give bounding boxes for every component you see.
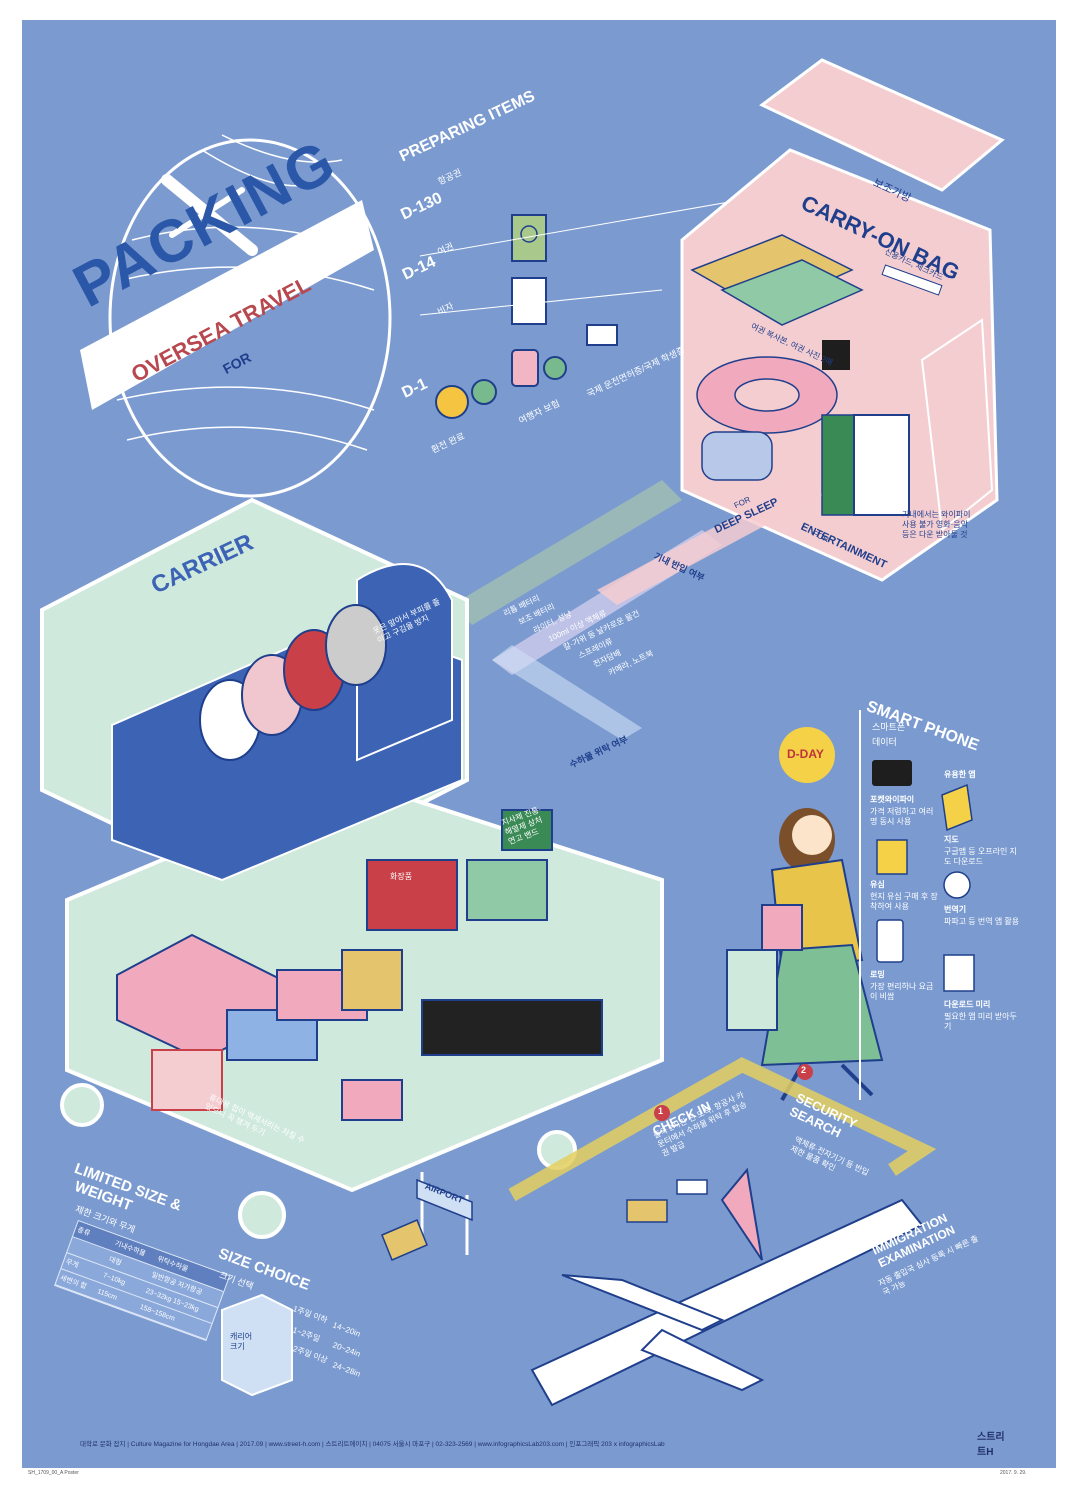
date-mark: 2017. 9. 29. bbox=[1000, 1470, 1027, 1476]
footer-credits: 대학로 문화 잡지 | Culture Magazine for Hongdae… bbox=[80, 1441, 665, 1448]
smartphone-kr: 스마트폰 bbox=[872, 722, 906, 732]
carrier-contents bbox=[116, 809, 603, 1121]
carry-on-bag bbox=[680, 58, 1005, 582]
smartphone-icons bbox=[872, 760, 975, 992]
illustration-layer bbox=[40, 58, 1005, 1407]
checklist-path bbox=[452, 480, 822, 740]
taxi bbox=[381, 1219, 428, 1261]
size-suitcase bbox=[221, 1293, 293, 1397]
useful-apps-title: 유용한 앱 bbox=[944, 770, 976, 779]
carrier-size-tag: 캐리어 크기 bbox=[230, 1332, 253, 1351]
footer-logo: 스트리트H bbox=[977, 1432, 1005, 1458]
translator-desc: 파파고 등 번역 앱 활용 bbox=[944, 917, 1020, 926]
airport-sign bbox=[416, 1172, 473, 1255]
map-desc: 구글맵 등 오프라인 지도 다운로드 bbox=[944, 847, 1017, 866]
preparing-icons bbox=[419, 197, 753, 419]
toiletry-label: 화장품 bbox=[390, 872, 413, 881]
airplane bbox=[530, 1167, 924, 1407]
roaming-desc: 가장 편리하나 요금이 비쌈 bbox=[870, 982, 934, 1001]
step2-num: 2 bbox=[801, 1065, 807, 1075]
rolled-clothes bbox=[199, 604, 387, 761]
traveler-girl bbox=[726, 808, 884, 1101]
title-band bbox=[80, 200, 374, 410]
map-title: 지도 bbox=[944, 835, 959, 844]
step3-num: 3 bbox=[873, 1212, 879, 1222]
translator-title: 번역기 bbox=[944, 905, 967, 914]
page-mark: SH_1709_00_A Poster bbox=[28, 1470, 79, 1476]
dday-badge bbox=[779, 727, 835, 783]
download-desc: 필요한 앱 미리 받아두기 bbox=[944, 1012, 1017, 1031]
data-label: 데이터 bbox=[872, 737, 897, 747]
pocket-wifi-desc: 가격 저렴하고 여러 명 동시 사용 bbox=[870, 807, 934, 826]
roaming-title: 로밍 bbox=[870, 970, 885, 979]
pocket-wifi-title: 포켓와이파이 bbox=[870, 795, 915, 804]
usim-title: 유심 bbox=[870, 880, 885, 889]
poster-canvas: PACKING FOR OVERSEA TRAVEL PREPARING ITE… bbox=[22, 20, 1056, 1468]
usim-desc: 현지 유심 구매 후 장착하여 사용 bbox=[870, 892, 938, 911]
dday-label: D-DAY bbox=[787, 747, 824, 761]
download-title: 다운로드 미리 bbox=[944, 1000, 991, 1009]
carry-on-side-note: 기내에서는 와이파이 사용 불가 영화·음악 등은 다운 받아둘 것 bbox=[902, 510, 971, 539]
step1-num: 1 bbox=[658, 1106, 664, 1116]
